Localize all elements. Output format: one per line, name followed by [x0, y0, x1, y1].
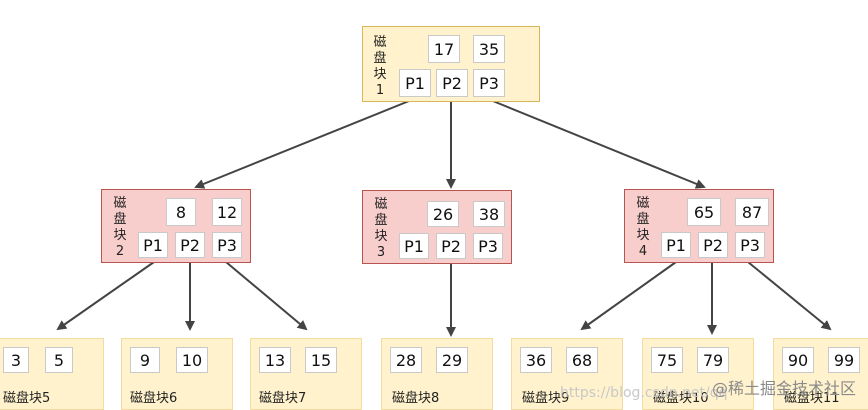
pointer-cell: P2	[175, 232, 205, 258]
key-cell: 13	[259, 347, 291, 373]
pointer-cell: P3	[473, 69, 505, 97]
block-label: 磁盘块7	[259, 391, 307, 406]
pointer-cell: P1	[399, 69, 431, 97]
site-watermark: @稀土掘金技术社区	[711, 379, 856, 398]
key-cell: 90	[782, 347, 814, 373]
key-cell: 5	[45, 347, 73, 373]
key-cell: 9	[130, 347, 160, 373]
edge-b2-l5	[56, 261, 155, 331]
disk-block-7: 13 15 磁盘块7	[250, 338, 362, 410]
block-label: 磁盘块9	[522, 391, 570, 406]
block-label: 磁盘块11	[784, 391, 840, 406]
key-cell: 38	[473, 201, 505, 227]
key-cell: 87	[735, 198, 769, 226]
edge-b4-l9	[580, 261, 677, 331]
block-label: 磁盘块1	[373, 35, 387, 98]
disk-block-11: 90 99 磁盘块11	[773, 338, 868, 410]
block-label: 磁盘块5	[3, 391, 51, 406]
key-cell: 15	[305, 347, 337, 373]
disk-block-2: 磁盘块2 8 12 P1 P2 P3	[101, 189, 251, 263]
source-url-watermark: https://blog.csdn.net/qq	[560, 385, 728, 401]
key-cell: 12	[212, 198, 242, 226]
edge-b4-l11	[747, 261, 832, 331]
disk-block-4: 磁盘块4 65 87 P1 P2 P3	[624, 189, 774, 263]
disk-block-1: 磁盘块1 17 35 P1 P2 P3	[362, 26, 540, 102]
block-label: 磁盘块4	[636, 196, 650, 259]
disk-block-6: 9 10 磁盘块6	[121, 338, 233, 410]
key-cell: 36	[520, 347, 552, 373]
block-label: 磁盘块6	[130, 391, 178, 406]
pointer-cell: P3	[212, 232, 242, 258]
disk-block-5: 3 5 磁盘块5	[0, 338, 104, 410]
key-cell: 29	[436, 347, 468, 373]
edge-root-b4	[487, 98, 706, 189]
key-cell: 8	[166, 198, 196, 226]
pointer-cell: P1	[399, 233, 429, 259]
block-label: 磁盘块2	[113, 196, 127, 259]
disk-block-3: 磁盘块3 26 38 P1 P2 P3	[362, 190, 512, 264]
pointer-cell: P1	[661, 232, 691, 258]
key-cell: 99	[828, 347, 860, 373]
pointer-cell: P3	[735, 232, 765, 258]
key-cell: 68	[566, 347, 598, 373]
key-cell: 10	[176, 347, 208, 373]
edge-root-b2	[194, 98, 415, 189]
block-label: 磁盘块3	[374, 197, 388, 260]
key-cell: 3	[3, 347, 29, 373]
key-cell: 75	[651, 347, 683, 373]
key-cell: 65	[687, 198, 721, 226]
disk-block-8: 28 29 磁盘块8	[381, 338, 493, 410]
key-cell: 28	[390, 347, 422, 373]
key-cell: 26	[427, 201, 459, 227]
key-cell: 17	[428, 35, 460, 63]
edge-b2-l7	[225, 261, 308, 331]
pointer-cell: P2	[436, 233, 466, 259]
pointer-cell: P3	[473, 233, 503, 259]
pointer-cell: P2	[436, 69, 468, 97]
block-label: 磁盘块8	[392, 391, 440, 406]
pointer-cell: P2	[698, 232, 728, 258]
disk-block-10: 75 79 磁盘块10	[642, 338, 754, 410]
key-cell: 35	[473, 35, 505, 63]
block-label: 磁盘块10	[653, 391, 709, 406]
key-cell: 79	[697, 347, 729, 373]
pointer-cell: P1	[138, 232, 168, 258]
